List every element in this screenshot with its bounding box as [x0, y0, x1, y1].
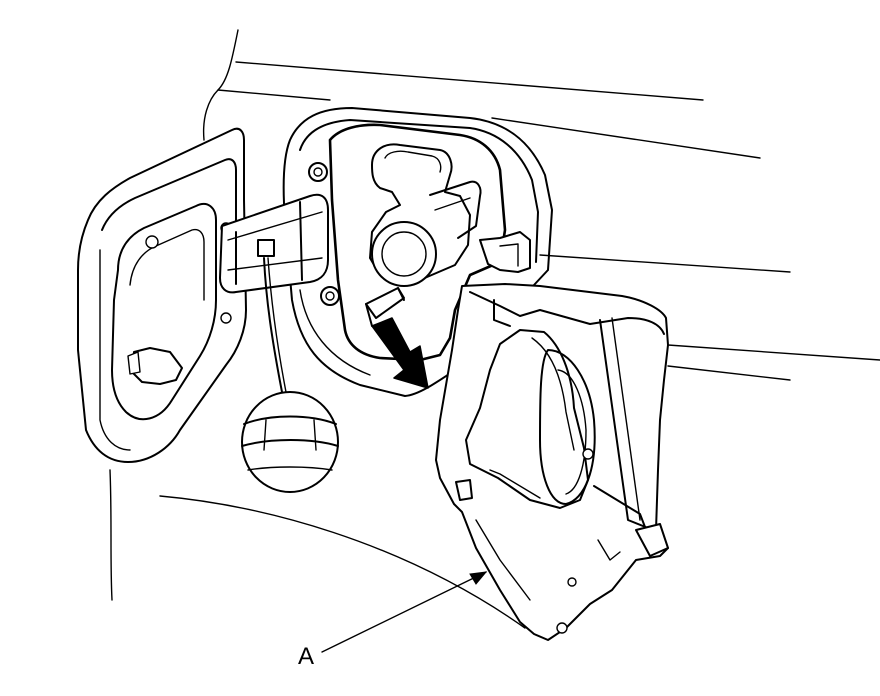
fuel-cap	[241, 257, 339, 493]
fuel-door	[77, 127, 247, 463]
fill-pocket-part	[435, 283, 669, 641]
callout-label-a: A	[298, 643, 314, 670]
callout-a: A	[298, 571, 488, 670]
removal-direction-arrow	[365, 287, 429, 389]
callout-arrowhead	[469, 571, 488, 585]
callout-leader-line	[321, 571, 487, 653]
body-panel-lines	[109, 29, 880, 629]
hinge-arm	[219, 193, 329, 294]
filler-neck	[369, 143, 531, 287]
